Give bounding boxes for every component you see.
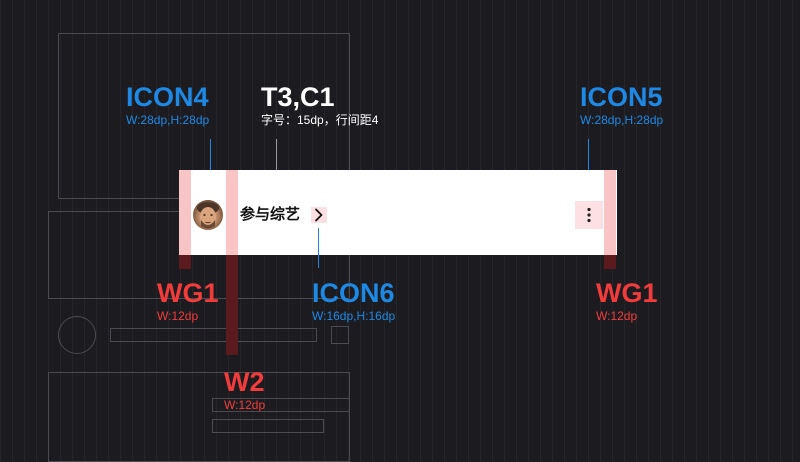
left-padding-extension xyxy=(179,255,191,269)
w2-annotation-title: W2 xyxy=(224,367,265,397)
more-vertical-icon[interactable] xyxy=(575,201,603,229)
w2-annotation-size: W:12dp xyxy=(224,398,266,412)
wg1-right-annotation-size: W:12dp xyxy=(596,309,638,323)
wg1-left-annotation-title: WG1 xyxy=(157,278,219,308)
t3c1-annotation-title: T3,C1 xyxy=(261,82,335,112)
wireframe-block xyxy=(48,372,350,462)
t3c1-annotation-spec: 字号：15dp，行间距4 xyxy=(261,113,379,127)
right-padding-extension xyxy=(604,255,616,269)
icon-text-gap-highlight xyxy=(226,170,238,255)
avatar-portrait-icon xyxy=(197,202,219,229)
wireframe-bar xyxy=(110,328,317,342)
icon4-annotation-title: ICON4 xyxy=(126,82,209,112)
wireframe-bar xyxy=(212,419,324,433)
icon5-leader-line xyxy=(588,139,589,191)
wg1-right-annotation-title: WG1 xyxy=(596,278,658,308)
avatar xyxy=(193,200,223,230)
gap-extension xyxy=(226,255,238,355)
wireframe-circle xyxy=(58,316,96,354)
icon6-annotation-title: ICON6 xyxy=(312,278,395,308)
wireframe-square xyxy=(331,326,349,344)
card-title: 参与综艺 xyxy=(240,206,301,223)
t3c1-leader-line xyxy=(276,139,277,191)
wg1-left-annotation-size: W:12dp xyxy=(157,309,199,323)
icon6-leader-line xyxy=(318,228,319,268)
chevron-right-icon[interactable] xyxy=(311,207,327,223)
icon5-annotation-title: ICON5 xyxy=(580,82,663,112)
icon4-annotation-size: W:28dp,H:28dp xyxy=(126,113,210,127)
icon6-annotation-size: W:16dp,H:16dp xyxy=(312,309,396,323)
wireframe-bar xyxy=(212,398,350,412)
list-item-card[interactable] xyxy=(179,170,617,255)
left-padding-highlight xyxy=(179,170,191,255)
icon5-annotation-size: W:28dp,H:28dp xyxy=(580,113,664,127)
icon4-leader-line xyxy=(210,139,211,191)
right-padding-highlight xyxy=(604,170,616,255)
